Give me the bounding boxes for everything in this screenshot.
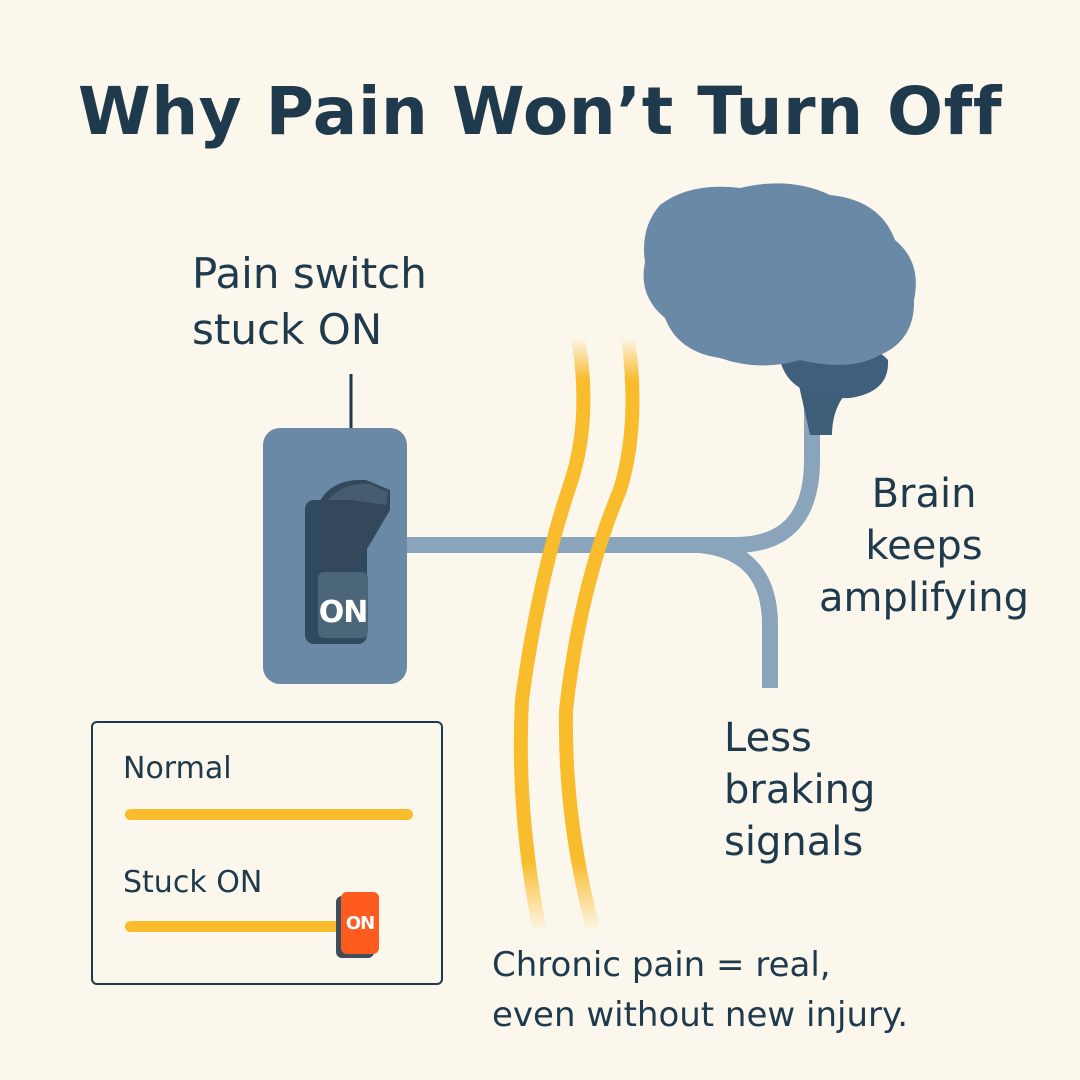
page-title: Why Pain Won’t Turn Off — [77, 73, 1003, 150]
switch-caption-line1: Pain switch — [192, 249, 427, 298]
footer-note-line2: even without new injury. — [492, 995, 909, 1035]
pain-switch: ON — [263, 428, 407, 684]
brain-caption-line2: keeps — [865, 523, 983, 569]
pain-signal-lines — [513, 331, 640, 939]
nerve-pathway — [397, 394, 820, 688]
legend-box: Normal Stuck ON ON — [91, 721, 443, 985]
footer-note-line1: Chronic pain = real, — [492, 945, 831, 985]
braking-caption-line2: braking — [724, 767, 876, 813]
braking-caption: Less braking signals — [724, 712, 875, 868]
braking-caption-line1: Less — [724, 715, 812, 761]
brain-caption-line1: Brain — [871, 471, 977, 517]
braking-caption-line3: signals — [724, 819, 864, 865]
legend-normal-line — [125, 809, 413, 820]
switch-caption-line2: stuck ON — [192, 305, 383, 354]
legend-stuck-line — [125, 921, 347, 932]
brain-caption-line3: amplifying — [819, 575, 1029, 621]
brain-icon — [643, 183, 916, 435]
switch-toggle-top — [328, 483, 388, 505]
pain-signal-line-left — [513, 331, 591, 939]
brain-caption: Brain keeps amplifying — [788, 468, 1060, 624]
switch-caption: Pain switch stuck ON — [192, 246, 427, 358]
legend-normal-label: Normal — [123, 751, 232, 786]
cerebrum — [643, 183, 916, 366]
nerve-branch-down — [698, 537, 778, 688]
footer-note: Chronic pain = real, even without new in… — [492, 940, 908, 1040]
legend-on-toggle: ON — [341, 892, 379, 954]
legend-stuck-label: Stuck ON — [123, 865, 263, 900]
switch-lower-face — [318, 572, 368, 638]
switch-state-label: ON — [319, 595, 368, 630]
nerve-main — [397, 394, 820, 553]
switch-toggle — [318, 479, 390, 578]
pain-signal-line-right — [558, 331, 640, 939]
